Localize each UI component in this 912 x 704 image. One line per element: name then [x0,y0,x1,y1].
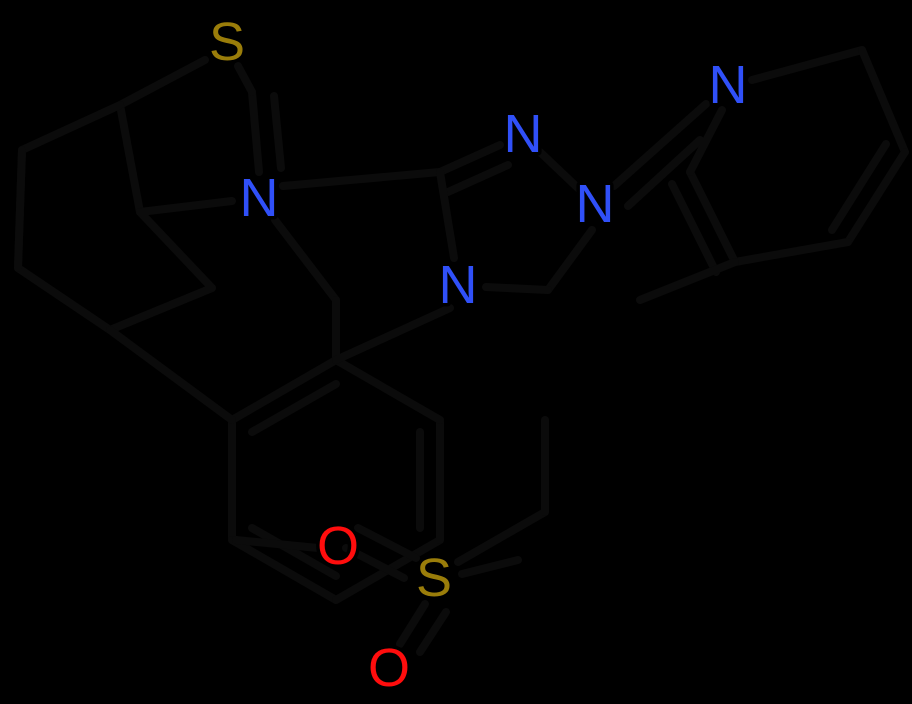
bond-cp2-cp3 [858,46,909,156]
bond-c5-c6 [18,101,124,154]
bond-c4-n1 [136,197,236,216]
atom-label-layer: S N N N N N S O O [205,9,751,702]
bond-ca-n2-inner [444,161,512,196]
bond-c5-c4 [116,101,144,216]
bond-s2-o2-a [396,600,429,648]
bond-n1-ccentral [271,216,340,304]
bond-ar1-ar2 [228,356,340,424]
bond-cp5-cp6 [686,168,739,266]
bond-methyl-upper-left [14,146,26,272]
bond-n1-c2-inner [270,92,285,172]
bond-s1-c5 [116,56,209,109]
bond-ar-s2 [458,556,522,578]
bond-cp6-n5 [686,106,726,176]
bond-c8-c9 [106,284,216,334]
atom-label-triazole-n3: N [576,174,615,234]
bond-ring-ext-left [106,326,236,424]
bond-s2-o2-b [416,608,450,656]
bond-n3-pyr-inner [624,136,704,210]
bond-cp3-cp4 [844,148,909,246]
bond-c7-c8 [14,264,114,334]
atom-label-triazole-n4: N [439,255,478,315]
atom-label-pyridine-nitrogen: N [709,55,748,115]
bond-n1-c2 [248,88,263,176]
bond-network [14,46,909,656]
bond-cp5-cp6-inner [668,180,720,276]
bond-cp4-cp5 [731,238,852,266]
bond-s2-alkyl1 [454,508,549,566]
bond-n2-n3 [536,148,584,194]
bond-n4-ca [436,168,458,262]
atom-label-sulfonyl-oxygen-upper: O [317,516,359,576]
bond-cb-n4 [482,283,552,294]
atom-label-thiazole-nitrogen: N [240,168,279,228]
bond-o1-methyl [232,536,322,552]
bond-pyr-methyl [636,258,739,304]
atom-label-triazole-n2: N [504,104,543,164]
bond-n3-pyr [610,100,710,190]
bond-cp3-cp4-inner [828,140,890,234]
atom-label-sulfonyl-oxygen-lower: O [368,638,410,698]
bond-n3-cb [544,226,596,294]
bond-c9-c4 [136,208,216,292]
atom-label-thiazole-sulfur: S [209,12,245,72]
bond-ar1-ar2-inner [248,380,340,436]
bond-ar6-ar1 [332,356,444,424]
bond-s2-o1-b [342,544,408,582]
bond-c2-triazolec [279,168,444,190]
bond-s2-o1-a [354,524,420,562]
bond-ar3-ar4 [228,536,340,604]
bond-n5-cp2 [748,46,866,84]
bond-n4-chain [332,304,454,364]
bond-ca-n2 [436,141,504,176]
bond-ar3-ar4-inner [248,524,340,580]
atom-label-sulfonyl-sulfur: S [416,548,452,608]
bond-c2-s1 [234,62,256,96]
